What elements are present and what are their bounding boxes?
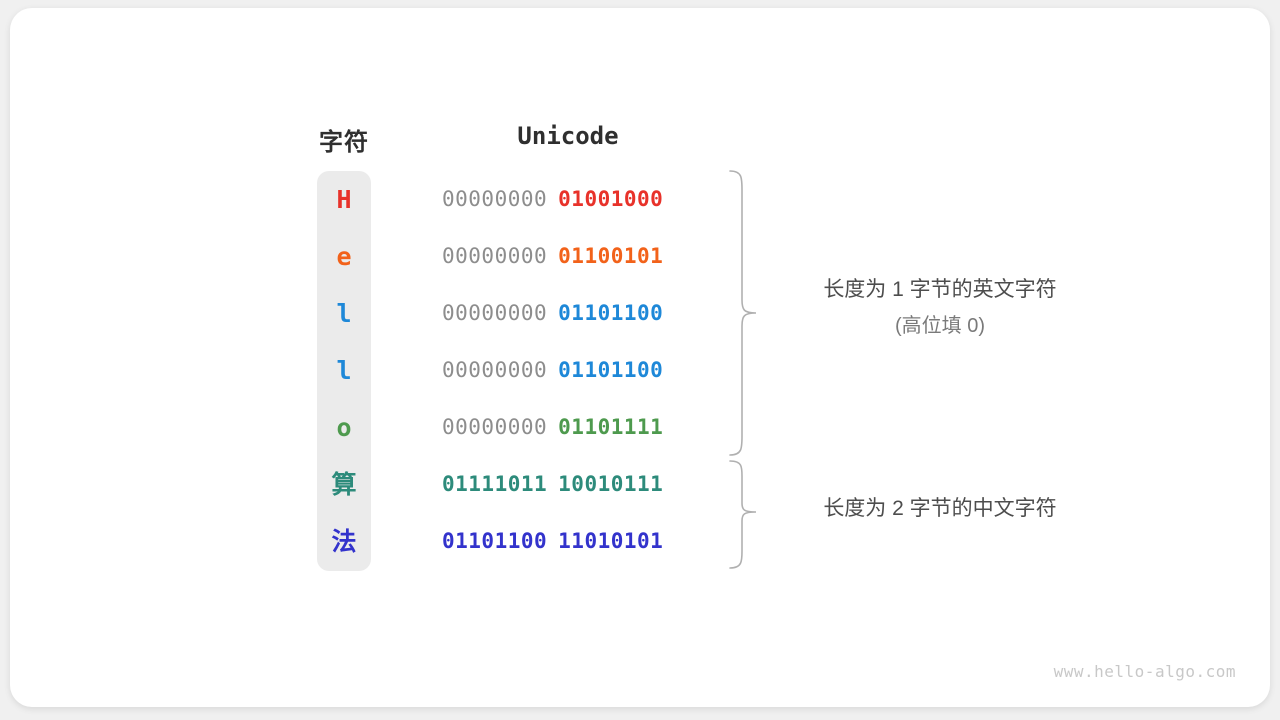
binary-row: 00000000 01100101: [442, 228, 694, 285]
annotation-two-byte-line1: 长度为 2 字节的中文字符: [823, 497, 1057, 520]
low-byte: 01101111: [558, 415, 664, 439]
binary-row: 01111011 10010111: [442, 456, 694, 513]
binary-row: 00000000 01101111: [442, 399, 694, 456]
low-byte: 11010101: [558, 529, 664, 553]
character-cell: 法: [331, 527, 357, 556]
binary-row: 01101100 11010101: [442, 513, 694, 570]
low-byte: 01101100: [558, 301, 664, 325]
character-cell: l: [336, 299, 352, 328]
column-header-unicode: Unicode: [517, 122, 619, 150]
high-byte: 00000000: [442, 358, 548, 382]
character-cell: e: [336, 242, 352, 271]
column-header-character: 字符: [319, 129, 369, 156]
high-byte: 00000000: [442, 244, 548, 268]
character-cell: o: [336, 413, 352, 442]
high-byte: 00000000: [442, 187, 548, 211]
high-byte: 00000000: [442, 301, 548, 325]
high-byte: 01101100: [442, 529, 548, 553]
high-byte: 01111011: [442, 472, 548, 496]
character-cell: H: [336, 185, 352, 214]
annotation-one-byte: 长度为 1 字节的英文字符 (高位填 0): [770, 272, 1110, 344]
high-byte: 00000000: [442, 415, 548, 439]
watermark: www.hello-algo.com: [1053, 662, 1236, 681]
low-byte: 10010111: [558, 472, 664, 496]
annotation-one-byte-line1: 长度为 1 字节的英文字符: [823, 278, 1057, 301]
low-byte: 01101100: [558, 358, 664, 382]
binary-row: 00000000 01101100: [442, 285, 694, 342]
brace-group-two-byte: [729, 460, 757, 569]
low-byte: 01001000: [558, 187, 664, 211]
low-byte: 01100101: [558, 244, 664, 268]
character-cell: l: [336, 356, 352, 385]
binary-row: 00000000 01101100: [442, 342, 694, 399]
binary-row: 00000000 01001000: [442, 171, 694, 228]
annotation-two-byte: 长度为 2 字节的中文字符: [770, 491, 1110, 527]
brace-group-one-byte: [729, 170, 757, 456]
character-cell: 算: [331, 470, 357, 499]
annotation-one-byte-line2: (高位填 0): [895, 315, 985, 337]
